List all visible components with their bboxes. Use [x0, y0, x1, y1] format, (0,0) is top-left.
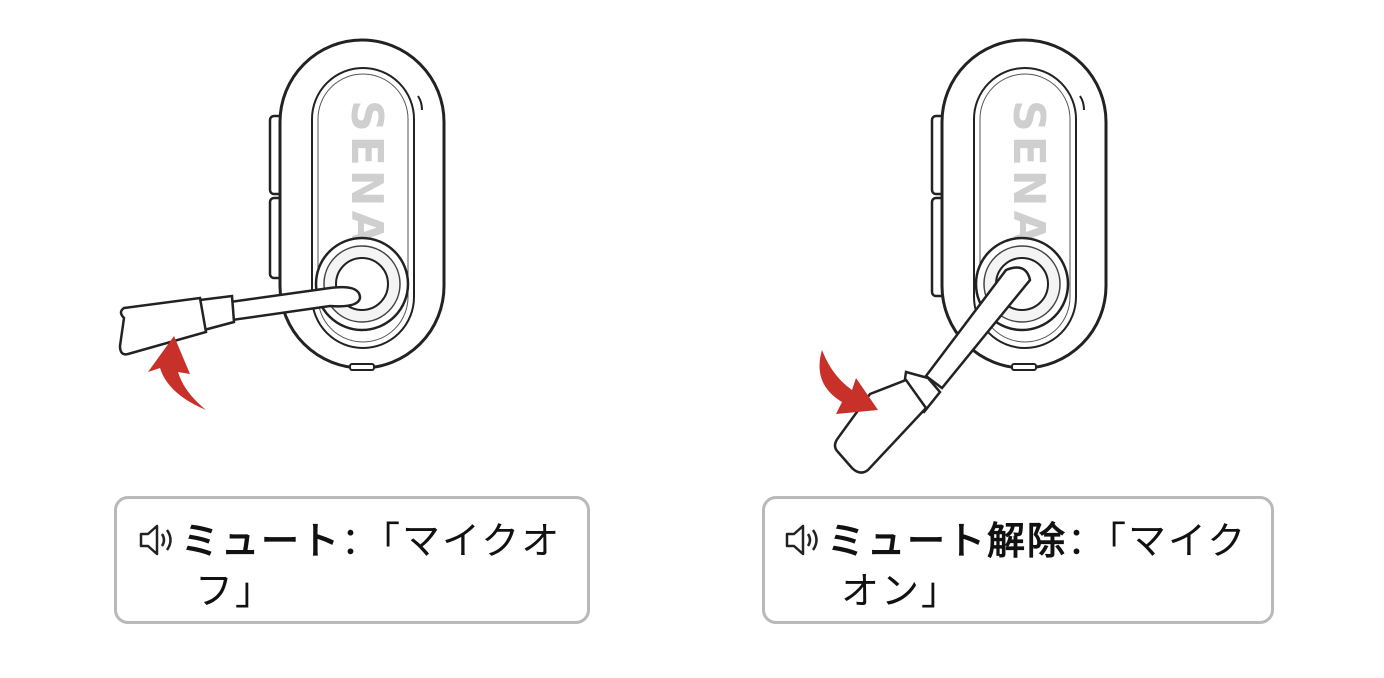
speaker-icon	[139, 524, 172, 556]
caption-text: 「マイク	[1107, 519, 1248, 563]
brand-logo: SENA	[341, 100, 392, 249]
caption-separator: ：	[341, 519, 382, 563]
caption-line-1: ミュート：「マイクオ	[137, 519, 561, 563]
raise-arrow-icon	[148, 336, 206, 410]
caption-separator: ：	[1067, 519, 1108, 563]
device-illustration-unmute: SENA	[819, 38, 1108, 474]
usb-port	[1011, 363, 1037, 371]
device-face-inner	[979, 73, 1071, 343]
brand-logo: SENA	[1003, 100, 1054, 249]
device-face-inner	[317, 73, 409, 343]
speaker-icon	[785, 524, 818, 556]
caption-title: ミュート解除	[827, 519, 1068, 563]
lower-arrow-icon	[819, 350, 878, 414]
usb-port	[349, 363, 375, 371]
caption-line-2: フ」	[195, 569, 275, 613]
device-illustration-mute: SENA	[118, 38, 446, 410]
caption-box-mute: ミュート：「マイクオ フ」	[114, 496, 590, 624]
caption-text-continued: オン」	[841, 569, 962, 613]
caption-line-2: オン」	[841, 569, 961, 613]
microphone-boom	[118, 285, 362, 356]
led-indicator	[417, 95, 423, 111]
microphone-boom	[833, 266, 1032, 474]
caption-text: 「マイクオ	[381, 519, 562, 563]
unmute-panel: SENA ミュート解除：「マイク オン」	[692, 0, 1384, 678]
caption-text-continued: フ」	[195, 569, 276, 613]
led-indicator	[1079, 95, 1085, 111]
caption-box-unmute: ミュート解除：「マイク オン」	[762, 496, 1274, 624]
mute-panel: SENA ミュート：「マイクオ フ」	[114, 38, 590, 624]
caption-line-1: ミュート解除：「マイク	[783, 519, 1247, 563]
caption-title: ミュート	[181, 519, 342, 563]
